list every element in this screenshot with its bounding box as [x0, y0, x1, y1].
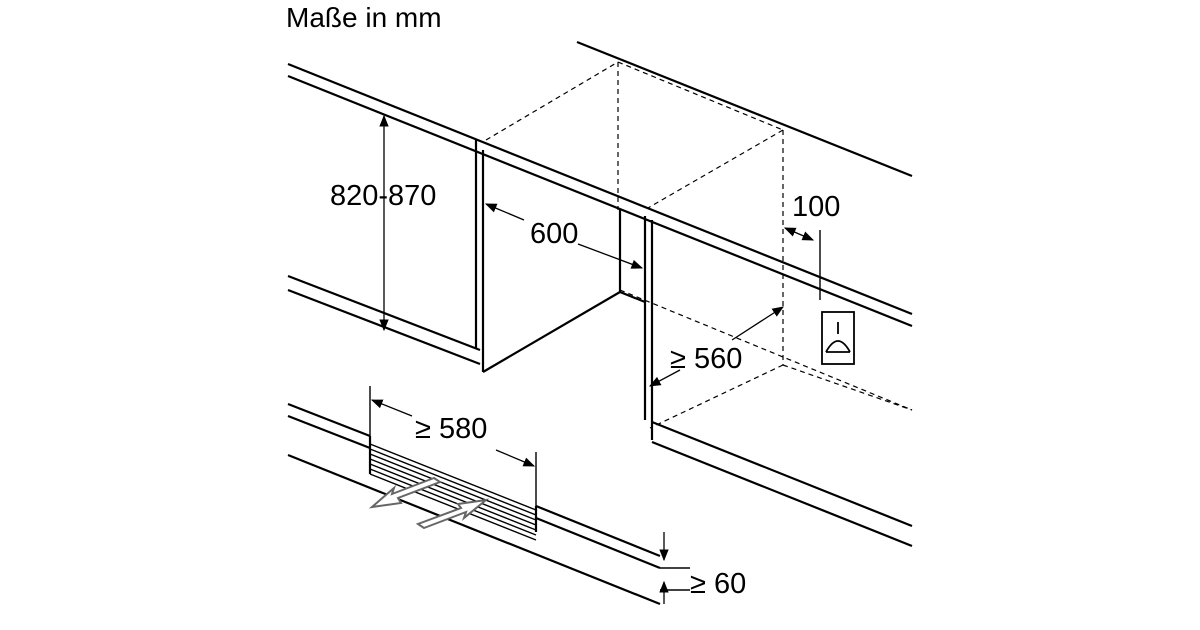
left-cabinet	[287, 140, 646, 373]
depth-label: ≥ 560	[670, 343, 742, 375]
worktop	[287, 40, 913, 328]
vent-height-dimension-line	[659, 532, 690, 604]
arrow-in-icon	[415, 498, 490, 530]
vent-grille	[369, 443, 537, 541]
plinth	[287, 402, 661, 606]
right-cabinet	[643, 216, 913, 548]
outlet-offset-dimension-line	[783, 227, 821, 300]
arrow-out-icon	[368, 476, 443, 509]
outlet-offset-label: 100	[792, 191, 840, 223]
height-label: 820-870	[330, 180, 436, 212]
width-label: 600	[530, 218, 578, 250]
vent-height-label: ≥ 60	[690, 568, 746, 600]
page-title: Maße in mm	[286, 2, 442, 33]
socket-icon	[821, 311, 855, 365]
niche-outline	[485, 61, 913, 429]
vent-width-dimension-line	[369, 386, 537, 506]
vent-width-label: ≥ 580	[415, 413, 487, 445]
depth-dimension-line	[648, 306, 784, 387]
width-dimension-line	[484, 203, 644, 269]
